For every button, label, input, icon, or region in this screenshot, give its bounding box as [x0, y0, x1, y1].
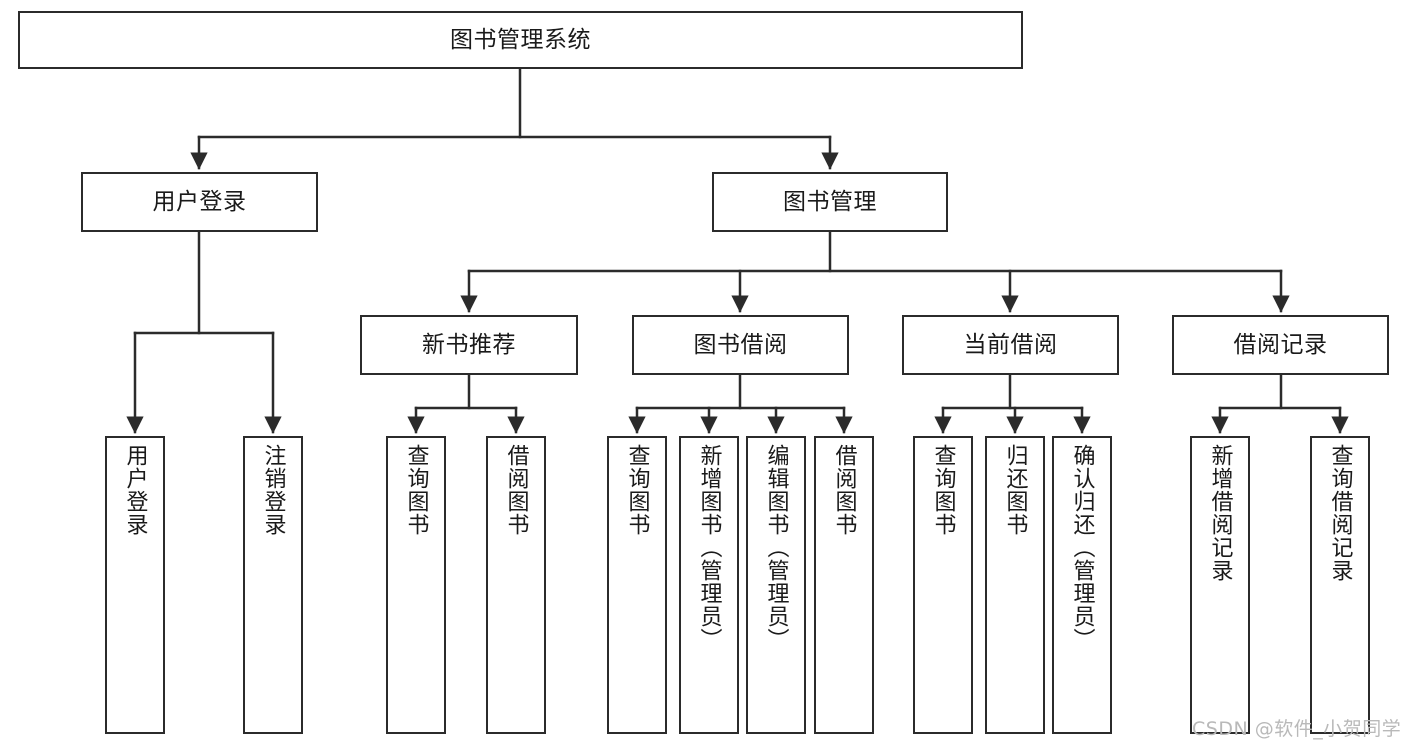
node-root-label: 图书管理系统 — [450, 26, 591, 53]
node-book-manage-label: 图书管理 — [783, 188, 877, 215]
node-current-borrow[interactable]: 当前借阅 — [902, 315, 1119, 375]
node-leaf-confirm-return-label: 确认归还（管理员） — [1069, 444, 1095, 651]
node-leaf-user-login-label: 用户登录 — [122, 444, 148, 536]
node-leaf-user-login[interactable]: 用户登录 — [105, 436, 165, 734]
node-root[interactable]: 图书管理系统 — [18, 11, 1023, 69]
node-leaf-edit-book-label: 编辑图书（管理员） — [763, 444, 789, 651]
node-leaf-query-book-3[interactable]: 查询图书 — [913, 436, 973, 734]
node-leaf-query-book-1[interactable]: 查询图书 — [386, 436, 446, 734]
node-leaf-add-book-label: 新增图书（管理员） — [696, 444, 722, 651]
node-user-login[interactable]: 用户登录 — [81, 172, 318, 232]
node-leaf-user-logout[interactable]: 注销登录 — [243, 436, 303, 734]
node-leaf-borrow-book-1-label: 借阅图书 — [503, 444, 529, 536]
node-user-login-label: 用户登录 — [152, 188, 247, 215]
node-book-borrow[interactable]: 图书借阅 — [632, 315, 849, 375]
node-book-borrow-label: 图书借阅 — [693, 331, 788, 358]
node-leaf-borrow-book-2[interactable]: 借阅图书 — [814, 436, 874, 734]
node-leaf-query-record-label: 查询借阅记录 — [1327, 444, 1353, 582]
node-current-borrow-label: 当前借阅 — [963, 331, 1058, 358]
node-book-manage[interactable]: 图书管理 — [712, 172, 948, 232]
node-leaf-user-logout-label: 注销登录 — [260, 444, 286, 536]
node-leaf-return-book-label: 归还图书 — [1002, 444, 1028, 536]
node-leaf-add-record[interactable]: 新增借阅记录 — [1190, 436, 1250, 734]
node-borrow-record-label: 借阅记录 — [1233, 331, 1328, 358]
node-leaf-query-book-2-label: 查询图书 — [624, 444, 650, 536]
node-leaf-confirm-return[interactable]: 确认归还（管理员） — [1052, 436, 1112, 734]
node-leaf-borrow-book-1[interactable]: 借阅图书 — [486, 436, 546, 734]
node-leaf-edit-book[interactable]: 编辑图书（管理员） — [746, 436, 806, 734]
node-leaf-query-record[interactable]: 查询借阅记录 — [1310, 436, 1370, 734]
node-borrow-record[interactable]: 借阅记录 — [1172, 315, 1389, 375]
node-leaf-return-book[interactable]: 归还图书 — [985, 436, 1045, 734]
node-new-book-rec-label: 新书推荐 — [422, 331, 516, 358]
node-leaf-add-book[interactable]: 新增图书（管理员） — [679, 436, 739, 734]
watermark: CSDN @软件_小贺同学 — [1192, 718, 1402, 740]
node-leaf-add-record-label: 新增借阅记录 — [1207, 444, 1233, 582]
node-new-book-rec[interactable]: 新书推荐 — [360, 315, 578, 375]
node-leaf-query-book-1-label: 查询图书 — [403, 444, 429, 536]
node-leaf-query-book-2[interactable]: 查询图书 — [607, 436, 667, 734]
node-leaf-borrow-book-2-label: 借阅图书 — [831, 444, 857, 536]
node-leaf-query-book-3-label: 查询图书 — [930, 444, 956, 536]
